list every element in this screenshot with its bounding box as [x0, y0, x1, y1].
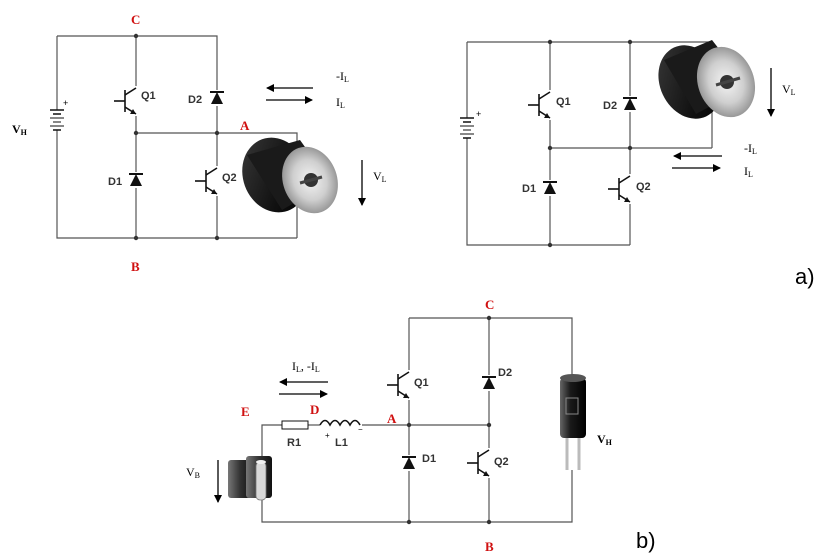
wire	[549, 120, 712, 149]
d1-label: D1	[522, 183, 536, 195]
q2-label: Q2	[222, 172, 237, 184]
wire	[466, 138, 630, 246]
d2-label: D2	[603, 100, 617, 112]
node-a-label: A	[387, 411, 397, 426]
diode-d1	[402, 456, 416, 469]
motor-image	[242, 137, 338, 214]
junction-dot	[214, 130, 220, 136]
diode-d2	[623, 97, 637, 110]
transistor-q1	[528, 91, 551, 119]
diode-d1	[129, 173, 143, 186]
wire	[261, 424, 282, 458]
battery-symbol: +	[460, 109, 481, 139]
current-neg-label: -IL	[744, 141, 757, 156]
q1-label: Q1	[141, 90, 156, 102]
q2-label: Q2	[636, 181, 651, 193]
vh-label: VH	[12, 122, 28, 137]
svg-text:+: +	[325, 431, 330, 440]
wire	[261, 470, 573, 523]
svg-text:+: +	[476, 109, 481, 119]
r1-label: R1	[287, 437, 301, 449]
node-a-label: A	[240, 118, 250, 133]
diode-d2	[482, 376, 496, 389]
diagram-b: + −	[186, 297, 613, 553]
transistor-q2	[195, 167, 218, 195]
battery-symbol: +	[50, 98, 68, 131]
d2-label: D2	[498, 367, 512, 379]
transistor-q2	[608, 175, 631, 203]
transistor-q1	[387, 371, 410, 399]
diagram-a1: +	[12, 12, 387, 274]
junction-dot	[133, 235, 139, 241]
svg-text:−: −	[358, 425, 363, 434]
motor-image	[658, 40, 756, 119]
transistor-q1	[114, 87, 137, 115]
l1-label: L1	[335, 437, 348, 449]
q1-label: Q1	[414, 377, 429, 389]
node-c-label: C	[485, 297, 494, 312]
current-neg-label: -IL	[336, 69, 349, 84]
q1-label: Q1	[556, 96, 571, 108]
transistor-q2	[467, 449, 490, 477]
node-b-label: B	[131, 259, 140, 274]
d2-label: D2	[188, 94, 202, 106]
node-e-label: E	[241, 404, 250, 419]
diode-d1	[543, 181, 557, 194]
current-pos-label: IL	[744, 164, 753, 179]
node-b-label: B	[485, 539, 494, 553]
junction-dot	[133, 130, 139, 136]
current-pos-label: IL	[336, 95, 345, 110]
vh-label: VH	[597, 432, 613, 447]
vl-label: VL	[782, 82, 796, 97]
wire	[57, 35, 218, 90]
wire	[409, 317, 573, 378]
node-c-label: C	[131, 12, 140, 27]
d1-label: D1	[108, 176, 122, 188]
junction-dot	[133, 33, 139, 39]
diode-d2	[210, 91, 224, 104]
battery-image	[228, 456, 272, 501]
d1-label: D1	[422, 453, 436, 465]
vb-label: VB	[186, 465, 200, 480]
junction-dot	[214, 235, 220, 241]
q2-label: Q2	[494, 456, 509, 468]
current-label: IL, -IL	[292, 359, 320, 374]
inductor-l1	[319, 419, 361, 427]
vl-label: VL	[373, 169, 387, 184]
part-b-label: b)	[636, 528, 656, 553]
part-a-label: a)	[795, 264, 815, 289]
resistor-r1	[281, 420, 309, 430]
node-d-label: D	[310, 402, 319, 417]
capacitor-image	[560, 374, 586, 470]
diagram-a2: + Q1	[460, 39, 796, 248]
svg-text:+: +	[63, 98, 68, 108]
